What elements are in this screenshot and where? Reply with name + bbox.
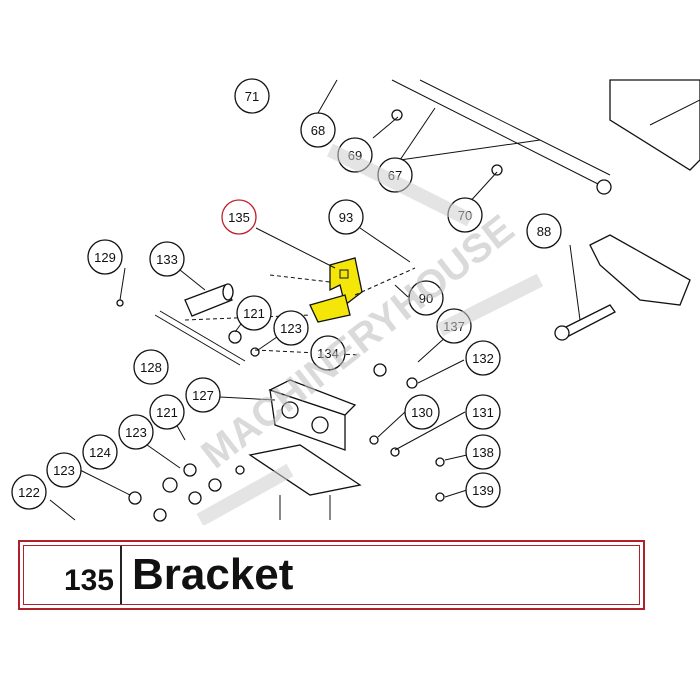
svg-text:93: 93 xyxy=(339,210,353,225)
callout-121: 121 xyxy=(236,295,272,331)
svg-text:123: 123 xyxy=(280,321,302,336)
washers xyxy=(116,109,503,522)
callout-134: 134 xyxy=(310,335,346,371)
callout-88: 88 xyxy=(526,213,562,249)
block-127 xyxy=(268,379,357,451)
table-assembly xyxy=(391,79,700,195)
callout-128: 128 xyxy=(133,349,169,385)
callout-131: 131 xyxy=(465,394,501,430)
svg-text:71: 71 xyxy=(245,89,259,104)
callout-122: 122 xyxy=(11,474,47,510)
svg-text:129: 129 xyxy=(94,250,116,265)
part-legend: 135 Bracket xyxy=(18,540,645,610)
callout-129: 129 xyxy=(87,239,123,275)
callout-139: 139 xyxy=(465,472,501,508)
svg-text:68: 68 xyxy=(311,123,325,138)
callout-135: 135 xyxy=(221,199,257,235)
callout-127: 127 xyxy=(185,377,221,413)
svg-text:138: 138 xyxy=(472,445,494,460)
svg-text:88: 88 xyxy=(537,224,551,239)
callout-71: 71 xyxy=(234,78,270,114)
callout-138: 138 xyxy=(465,434,501,470)
base-plate xyxy=(248,444,362,520)
svg-text:90: 90 xyxy=(419,291,433,306)
svg-text:139: 139 xyxy=(472,483,494,498)
svg-text:123: 123 xyxy=(125,425,147,440)
svg-text:121: 121 xyxy=(156,405,178,420)
bolt-88 xyxy=(554,304,616,341)
callout-93: 93 xyxy=(328,199,364,235)
callout-123c: 123 xyxy=(46,452,82,488)
svg-text:123: 123 xyxy=(53,463,75,478)
callout-130: 130 xyxy=(404,394,440,430)
callout-123b: 123 xyxy=(118,414,154,450)
svg-text:121: 121 xyxy=(243,306,265,321)
callout-68: 68 xyxy=(300,112,336,148)
callout-132: 132 xyxy=(465,340,501,376)
svg-text:135: 135 xyxy=(228,210,250,225)
svg-text:127: 127 xyxy=(192,388,214,403)
bracket-135 xyxy=(309,257,363,323)
svg-text:124: 124 xyxy=(89,445,111,460)
callout-133: 133 xyxy=(149,241,185,277)
legend-part-number: 135 xyxy=(24,546,122,604)
right-bracket xyxy=(589,234,691,306)
rod-128 xyxy=(154,314,241,366)
svg-text:130: 130 xyxy=(411,405,433,420)
callout-123: 123 xyxy=(273,310,309,346)
svg-text:131: 131 xyxy=(472,405,494,420)
svg-text:133: 133 xyxy=(156,252,178,267)
legend-frame: 135 Bracket xyxy=(23,545,640,605)
callout-124: 124 xyxy=(82,434,118,470)
svg-text:122: 122 xyxy=(18,485,40,500)
pin-133 xyxy=(184,283,234,317)
callout-121b: 121 xyxy=(149,394,185,430)
svg-text:MACHINERYHOUSE: MACHINERYHOUSE xyxy=(193,207,522,477)
svg-text:128: 128 xyxy=(140,360,162,375)
svg-text:132: 132 xyxy=(472,351,494,366)
legend-part-name: Bracket xyxy=(132,550,294,599)
svg-text:134: 134 xyxy=(317,346,339,361)
callout-90: 90 xyxy=(408,280,444,316)
parts-diagram: 71 68 69 67 70 135 93 90 88 129 133 121 … xyxy=(11,78,700,525)
